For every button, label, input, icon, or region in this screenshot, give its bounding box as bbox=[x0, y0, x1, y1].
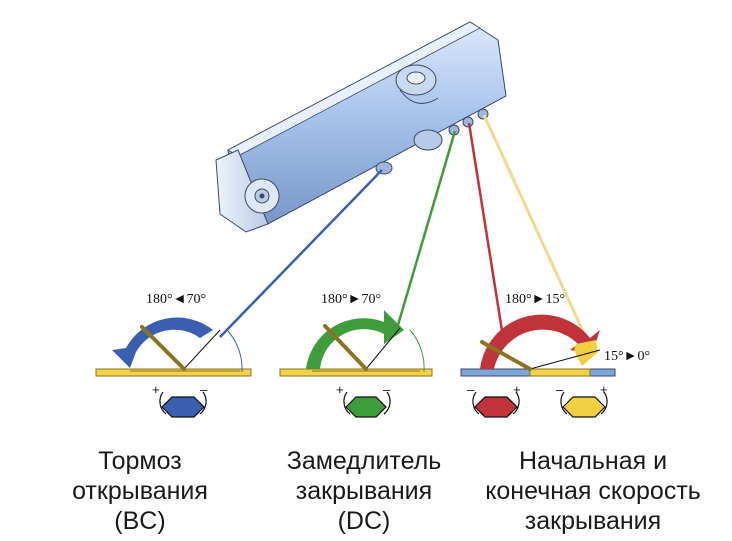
caption-dc-line-2: закрывания bbox=[295, 477, 433, 505]
caption-dc-line-1: Замедлитель bbox=[286, 447, 442, 475]
hex-adjust-valve-icon bbox=[474, 396, 518, 418]
adjust-arrow-left-dc bbox=[343, 391, 351, 415]
angle-label-dc: 180°►70° bbox=[321, 292, 381, 307]
plus-sign-dc: + bbox=[336, 382, 344, 397]
adjust-arrow-right-bc bbox=[199, 391, 207, 415]
door-swing-arc-icon bbox=[409, 329, 425, 373]
adjust-arrow-left-speed bbox=[472, 391, 480, 415]
dc-connector-line bbox=[396, 130, 457, 326]
minus-sign-final: – bbox=[556, 382, 564, 397]
caption-bc-line-3: (BC) bbox=[114, 507, 166, 535]
plus-sign-bc: + bbox=[152, 382, 160, 397]
angle-label-bc: 180°◄70° bbox=[146, 292, 206, 307]
gauge-dc: 180°►70° + – bbox=[279, 292, 433, 418]
hex-adjust-valve-icon bbox=[562, 396, 606, 418]
caption-bc-line-1: Тормоз bbox=[98, 447, 182, 475]
caption-speed-line-3: закрывания bbox=[524, 507, 662, 535]
caption-bc: Тормоз открывания (BC) bbox=[55, 446, 225, 536]
door-leaf-dc bbox=[323, 324, 368, 371]
adjust-arrow-right-dc bbox=[383, 391, 391, 415]
caption-speed: Начальная и конечная скорость закрывания bbox=[462, 446, 724, 536]
adjust-arrow-right-final bbox=[600, 391, 608, 415]
door-frame-bc bbox=[95, 368, 252, 377]
door-closer-body-icon bbox=[215, 21, 507, 233]
final-speed-arrow bbox=[574, 340, 598, 366]
bc-arrow bbox=[112, 317, 213, 368]
caption-dc: Замедлитель закрывания (DC) bbox=[264, 446, 464, 536]
plus-sign-speed: + bbox=[513, 382, 521, 397]
door-leaf-speed bbox=[480, 340, 532, 371]
speed-arrow bbox=[480, 314, 600, 369]
gauge-bc: 180°◄70° + – bbox=[95, 292, 252, 418]
angle-label-speed: 180°►15° bbox=[505, 292, 565, 307]
hex-adjust-valve-icon bbox=[161, 396, 205, 418]
door-leaf-bc bbox=[140, 325, 186, 371]
bc-connector-line bbox=[219, 169, 383, 338]
gauge-speed: 180°►15° 15°►0° – + – + bbox=[460, 292, 650, 418]
angle-label-final: 15°►0° bbox=[604, 349, 650, 364]
caption-dc-line-3: (DC) bbox=[337, 507, 391, 535]
plus-sign-final: + bbox=[600, 382, 608, 397]
minus-sign-speed: – bbox=[467, 382, 475, 397]
adjust-arrow-left-bc bbox=[159, 391, 167, 415]
adjust-arrow-left-final bbox=[560, 391, 568, 415]
speed-connector-line bbox=[467, 122, 505, 338]
minus-sign-bc: – bbox=[200, 382, 208, 397]
adjust-arrow-right-speed bbox=[512, 391, 520, 415]
caption-speed-line-1: Начальная и bbox=[518, 447, 668, 475]
door-swing-arc-icon bbox=[227, 330, 243, 373]
minus-sign-dc: – bbox=[383, 382, 391, 397]
final-connector-line bbox=[482, 114, 588, 339]
door-frame-dc bbox=[279, 368, 433, 377]
caption-bc-line-2: открывания bbox=[72, 477, 208, 505]
dc-arrow bbox=[306, 310, 404, 369]
hex-adjust-valve-icon bbox=[345, 396, 387, 418]
caption-speed-line-2: конечная скорость bbox=[485, 477, 701, 505]
